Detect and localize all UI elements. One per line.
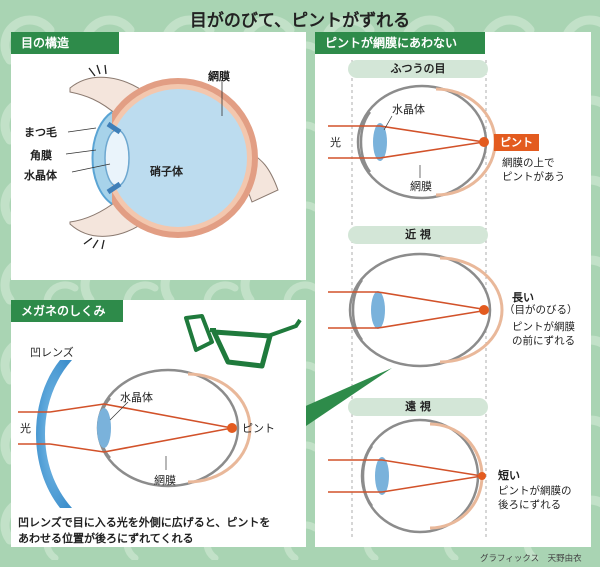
structure-header: 目の構造 [21, 36, 70, 50]
eyelash-label: まつ毛 [24, 126, 57, 139]
normal-retina-label: 網膜 [410, 180, 432, 193]
page-title: 目がのびて、ピントがずれる [189, 11, 411, 31]
hyperopia-eye-diagram [328, 418, 486, 534]
glasses-light-label: 光 [20, 422, 31, 435]
lens-label: 水晶体 [24, 169, 57, 182]
glasses-lens-label: 水晶体 [120, 391, 153, 404]
pinto-badge: ピント [494, 134, 539, 151]
myopia-note-1: ピントが網膜 [512, 321, 575, 333]
normal-note-2: ピントがあう [502, 171, 565, 183]
glasses-header: メガネのしくみ [21, 304, 106, 318]
hyperopia-note-1: ピントが網膜の [498, 485, 572, 497]
structure-lens [104, 129, 130, 187]
credit: グラフィックス 天野由衣 [480, 554, 582, 564]
normal-lens-label: 水晶体 [392, 103, 425, 116]
eyelash-top [88, 64, 107, 77]
myopia-long-sub: （目がのびる） [504, 304, 578, 316]
glasses-focus-label: ピント [242, 422, 275, 435]
cornea [91, 111, 113, 205]
concave-lens-label: 凹レンズ [30, 346, 74, 359]
hyperopia-short-label: 短い [498, 469, 520, 482]
eyelash-bottom [83, 237, 105, 250]
normal-eye-pill: ふつうの目 [348, 60, 488, 78]
retina-label: 網膜 [208, 70, 230, 83]
normal-light-label: 光 [330, 136, 341, 149]
glasses-retina-label: 網膜 [154, 474, 176, 487]
hyperopia-pill: 遠 視 [348, 398, 488, 416]
glasses-caption-2: あわせる位置が後ろにずれてくれる [18, 532, 194, 545]
vitreous [109, 89, 247, 227]
normal-eye-diagram [328, 84, 497, 200]
eyeglasses-icon [184, 314, 302, 369]
normal-note-1: 網膜の上で [502, 157, 555, 169]
myopia-long-label: 長い [512, 291, 534, 304]
myopia-pill: 近 視 [348, 226, 488, 244]
vitreous-label: 硝子体 [150, 165, 183, 178]
myopia-eye-diagram [328, 252, 504, 368]
mismatch-header: ピントが網膜にあわない [325, 36, 458, 50]
hyperopia-note-2: 後ろにずれる [498, 499, 562, 511]
myopia-note-2: の前にずれる [512, 335, 576, 347]
cornea-label: 角膜 [30, 149, 52, 162]
concave-lens [36, 360, 72, 508]
glasses-caption-1: 凹レンズで目に入る光を外側に広げると、ピントを [18, 516, 271, 529]
